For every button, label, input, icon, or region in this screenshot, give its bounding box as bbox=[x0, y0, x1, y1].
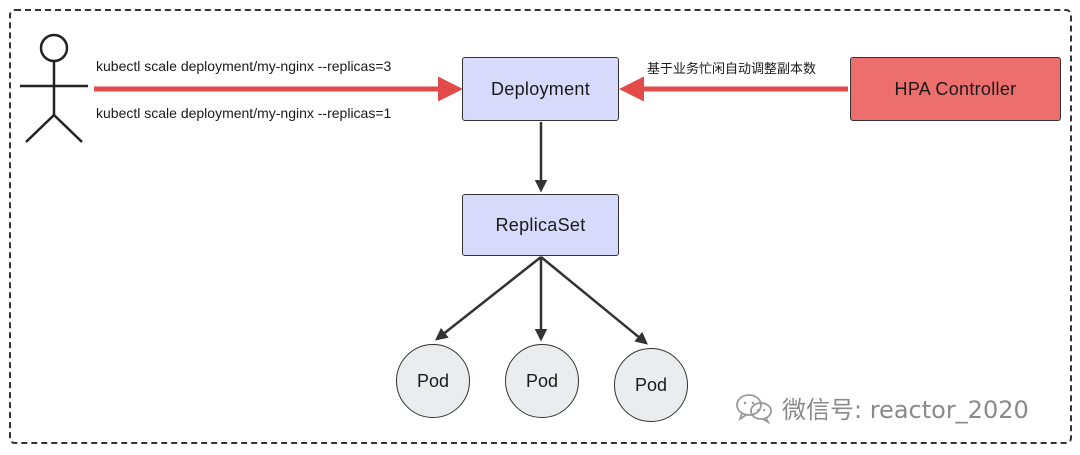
pod-node: Pod bbox=[614, 348, 688, 422]
deployment-node: Deployment bbox=[462, 57, 619, 121]
watermark: 微信号: reactor_2020 bbox=[734, 390, 1029, 425]
hpa-controller-node: HPA Controller bbox=[850, 57, 1061, 121]
pod-label: Pod bbox=[416, 370, 450, 391]
replicaset-node: ReplicaSet bbox=[462, 194, 619, 256]
diagram-frame bbox=[9, 9, 1072, 444]
replicaset-to-pod3-arrow bbox=[540, 256, 648, 345]
scale-down-command-label: kubectl scale deployment/my-nginx --repl… bbox=[96, 105, 392, 121]
wechat-icon bbox=[736, 393, 772, 424]
pod-node: Pod bbox=[505, 344, 579, 418]
replicaset-to-pod1-arrow bbox=[435, 256, 542, 341]
pod-node: Pod bbox=[396, 344, 470, 418]
pod-label: Pod bbox=[525, 370, 559, 391]
stick-figure-user-icon bbox=[20, 33, 88, 143]
pod-label: Pod bbox=[634, 374, 668, 395]
scale-up-command-label: kubectl scale deployment/my-nginx --repl… bbox=[96, 58, 392, 74]
watermark-text: 微信号: reactor_2020 bbox=[782, 396, 1029, 424]
hpa-note-label: 基于业务忙闲自动调整副本数 bbox=[647, 62, 817, 77]
hpa-controller-label: HPA Controller bbox=[894, 78, 1017, 99]
replicaset-label: ReplicaSet bbox=[495, 214, 586, 235]
deployment-label: Deployment bbox=[490, 78, 591, 99]
